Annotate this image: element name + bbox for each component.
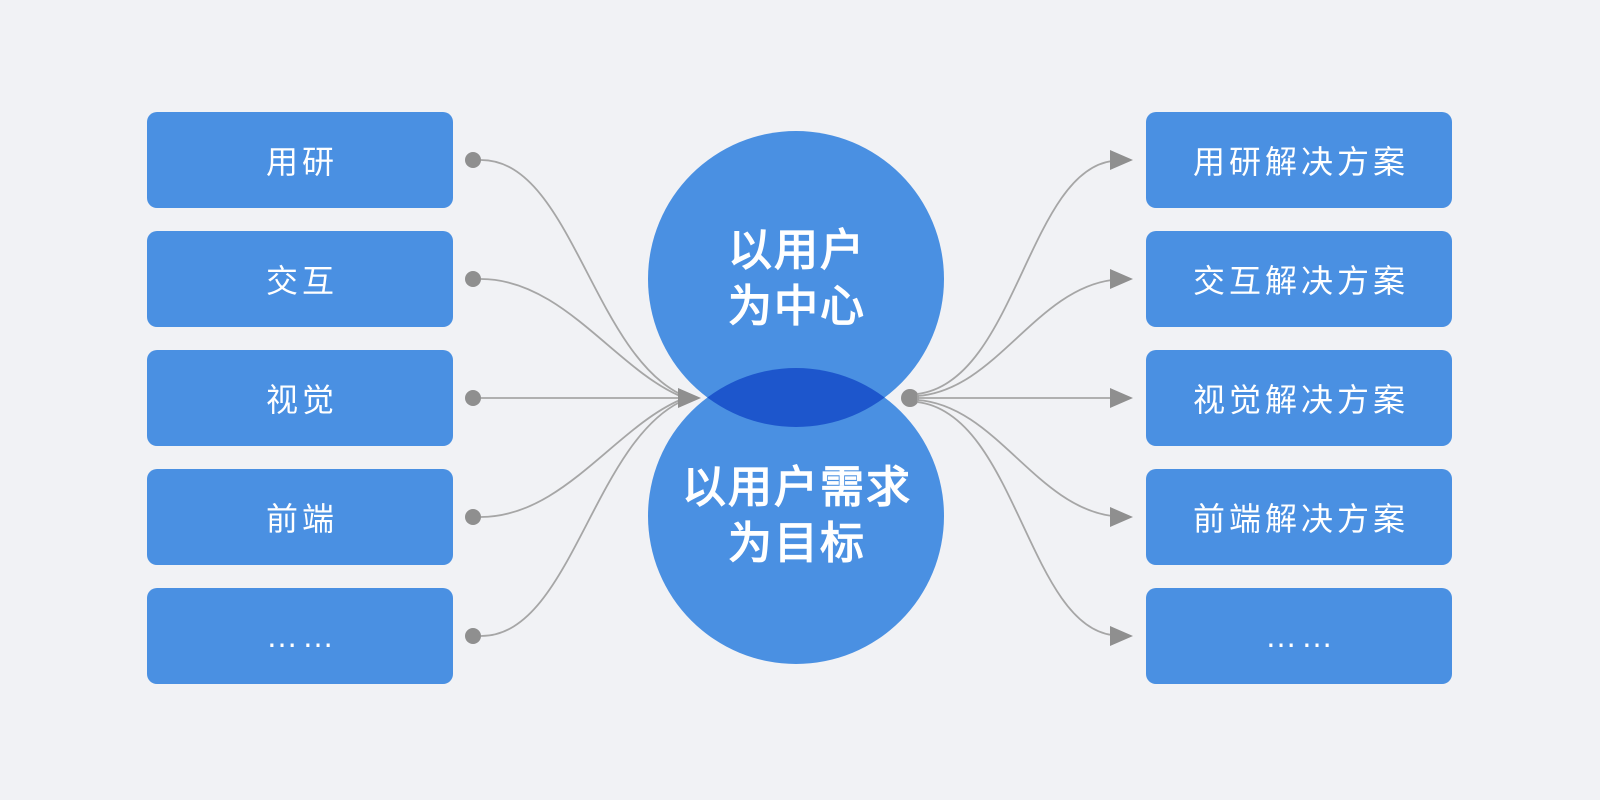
- branch-arrowhead-4: [1110, 507, 1133, 527]
- right-box-4-label: 前端解决方案: [1192, 501, 1409, 537]
- connector-curve-left-2: [480, 278, 681, 397]
- connector-curve-right-4: [916, 399, 1113, 517]
- branch-arrowhead-1: [1110, 150, 1133, 170]
- left-box-5-label: ……: [266, 617, 338, 654]
- branch-arrowhead-5: [1110, 626, 1133, 646]
- connector-curve-left-1: [480, 159, 681, 395]
- right-box-2-label: 交互解决方案: [1192, 263, 1409, 299]
- bottom-circle-line2: 为目标: [728, 519, 866, 568]
- connector-dot-left-3: [465, 390, 481, 406]
- branch-arrowhead-3: [1110, 388, 1133, 408]
- top-circle-line1: 以用户: [728, 226, 866, 275]
- branch-arrowhead-2: [1110, 269, 1133, 289]
- connector-dot-left-2: [465, 271, 481, 287]
- connector-dot-left-1: [465, 152, 481, 168]
- left-box-2-label: 交互: [265, 263, 338, 299]
- right-box-3-label: 视觉解决方案: [1192, 382, 1409, 418]
- top-circle-line2: 为中心: [728, 282, 866, 331]
- left-box-3: 视觉: [147, 350, 453, 446]
- connector-dot-left-5: [465, 628, 481, 644]
- connector-curve-left-4: [480, 399, 681, 518]
- top-circle-label: 以用户 为中心: [648, 131, 944, 427]
- right-box-1: 用研解决方案: [1146, 112, 1452, 208]
- right-box-2: 交互解决方案: [1146, 231, 1452, 327]
- bottom-circle-shape: [648, 368, 944, 664]
- top-circle-shape: [648, 131, 944, 427]
- right-box-5: ……: [1146, 588, 1452, 684]
- right-box-4: 前端解决方案: [1146, 469, 1452, 565]
- connector-curve-left-5: [480, 401, 681, 637]
- left-box-4-label: 前端: [265, 501, 338, 537]
- left-box-2: 交互: [147, 231, 453, 327]
- left-box-4: 前端: [147, 469, 453, 565]
- left-box-5: ……: [147, 588, 453, 684]
- connector-curve-right-2: [916, 279, 1113, 397]
- right-box-1-label: 用研解决方案: [1192, 144, 1409, 180]
- bottom-circle-line1: 以用户需求: [682, 463, 912, 512]
- right-box-5-label: ……: [1265, 617, 1337, 654]
- connector-curve-right-5: [916, 401, 1113, 636]
- connector-curve-right-1: [916, 160, 1113, 395]
- left-box-1-label: 用研: [265, 144, 338, 180]
- right-box-3: 视觉解决方案: [1146, 350, 1452, 446]
- merge-arrowhead: [678, 388, 701, 408]
- bottom-circle-label: 以用户需求 为目标: [648, 368, 944, 664]
- left-box-1: 用研: [147, 112, 453, 208]
- branch-dot: [901, 389, 919, 407]
- left-box-3-label: 视觉: [265, 382, 338, 418]
- connector-dot-left-4: [465, 509, 481, 525]
